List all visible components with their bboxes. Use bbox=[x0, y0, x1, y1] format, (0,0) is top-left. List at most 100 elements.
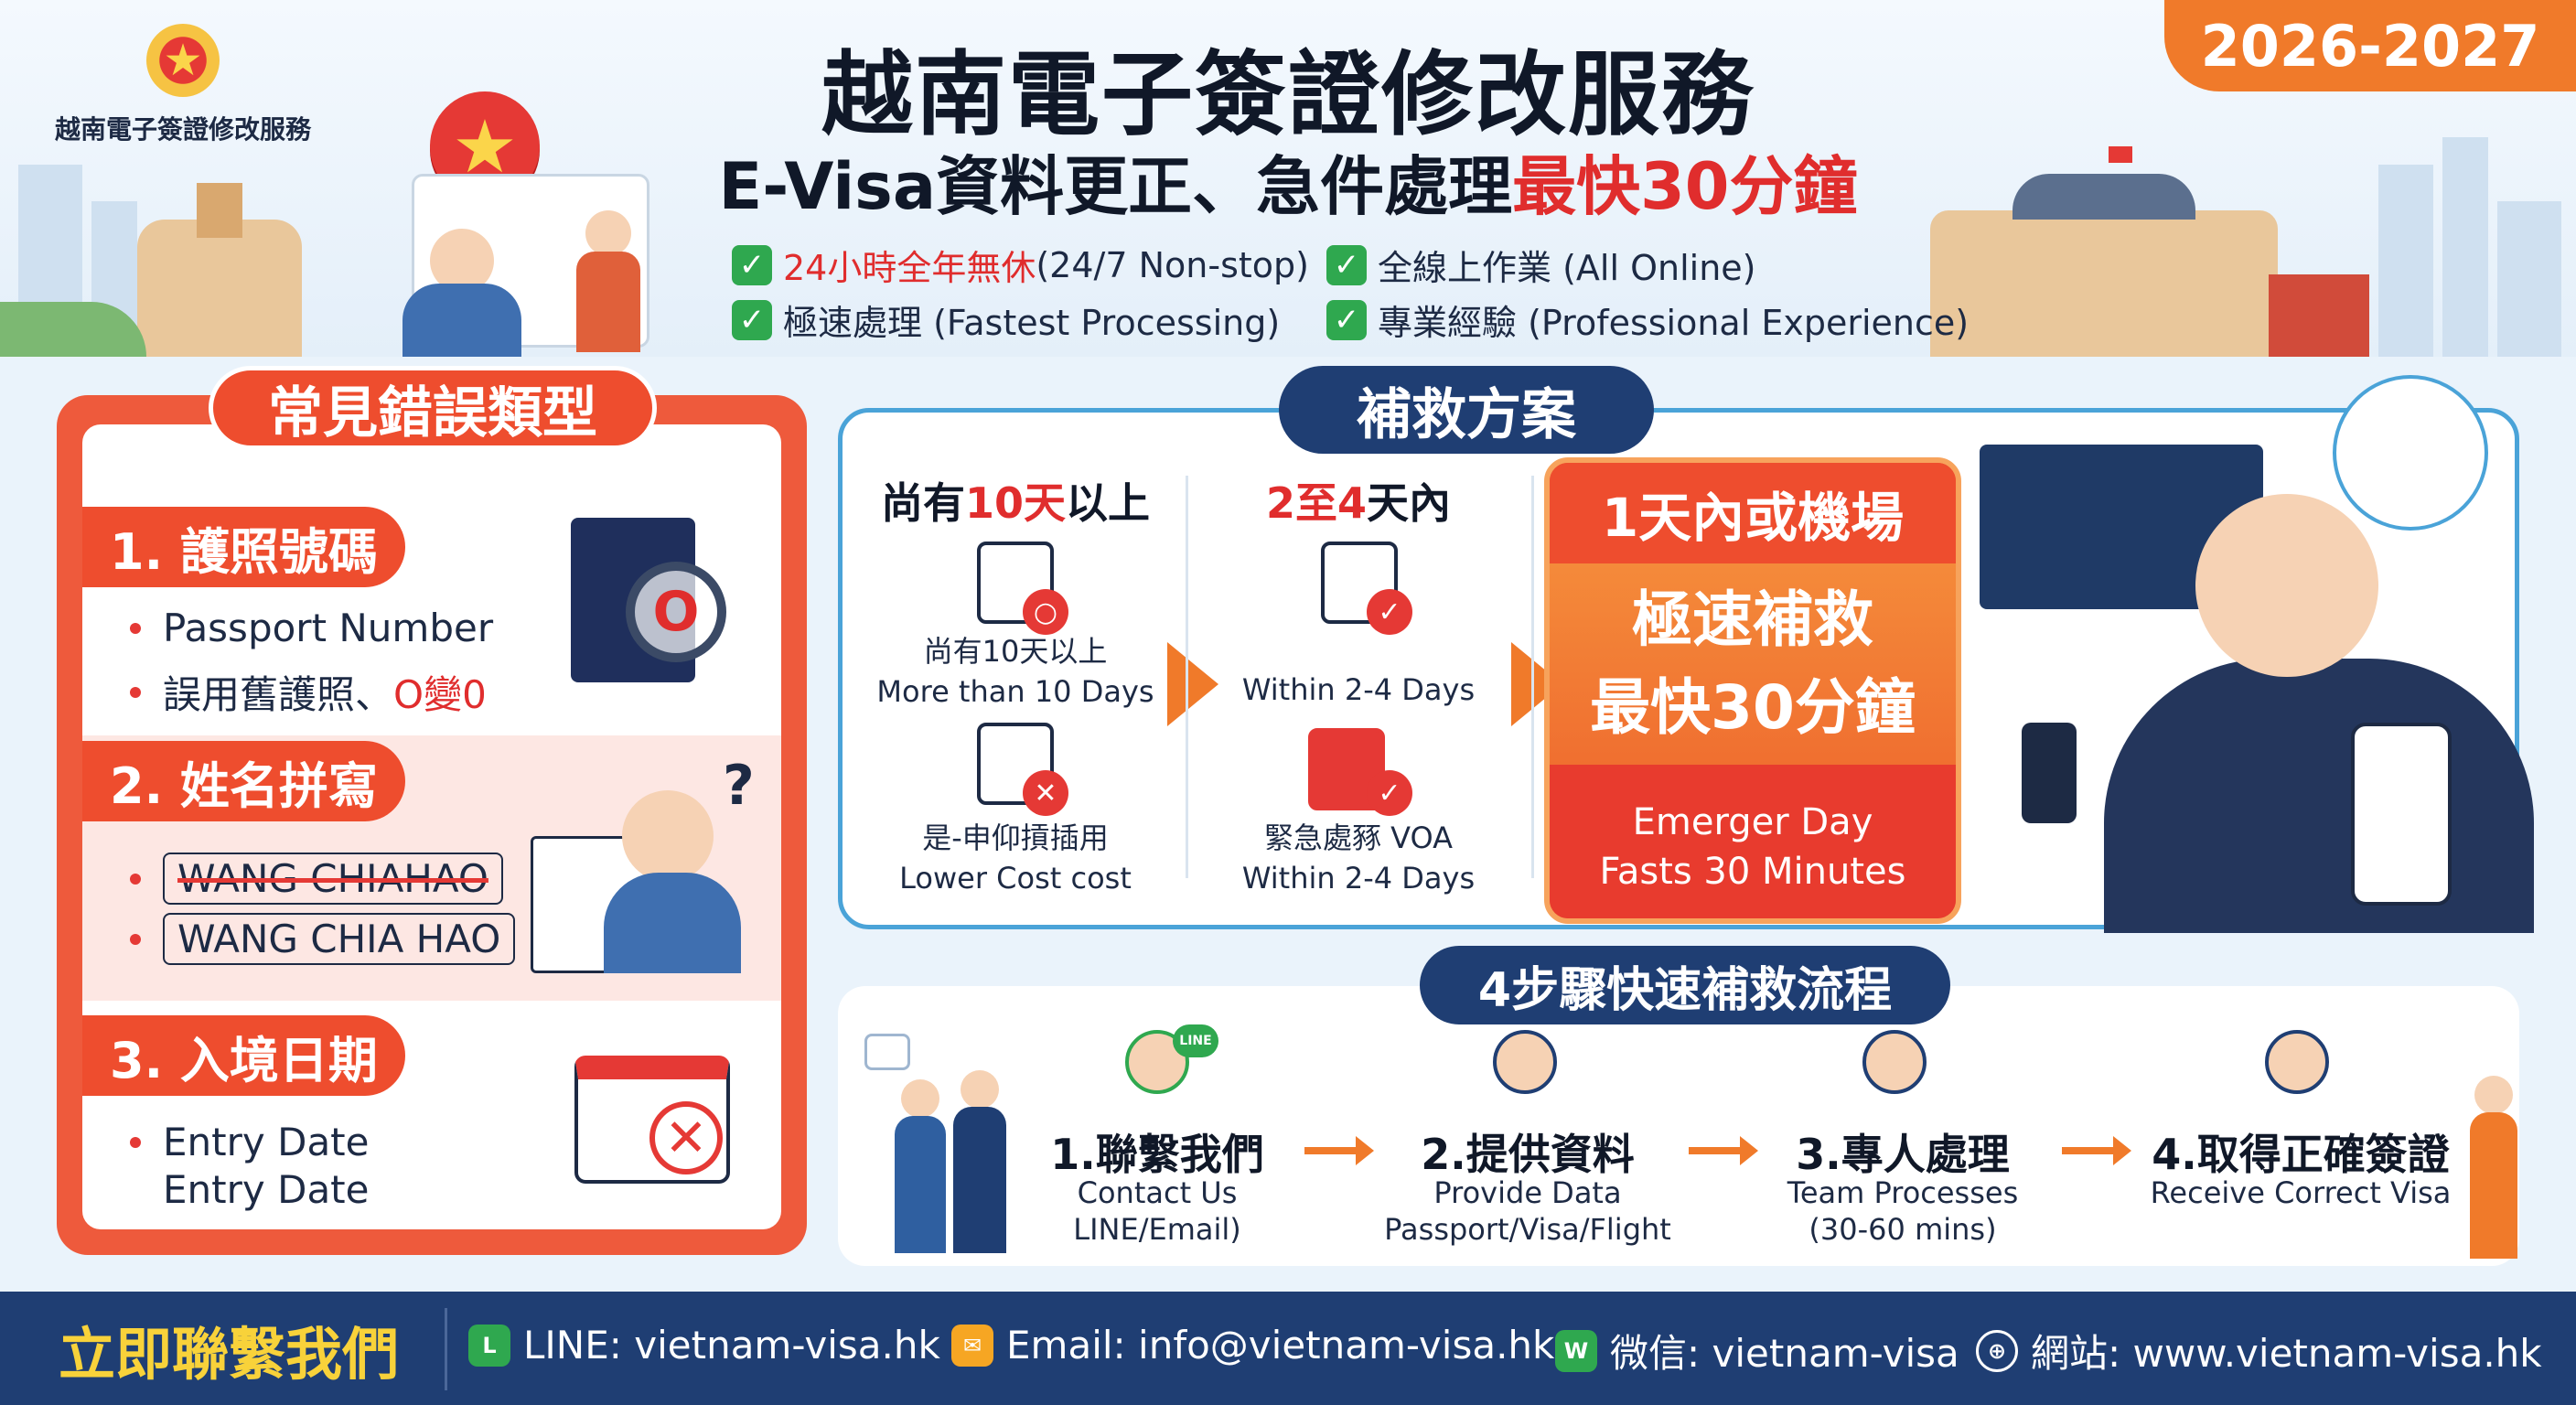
year-badge: 2026-2027 bbox=[2164, 0, 2576, 91]
error-section-name: 2. 姓名拼寫 WANG CHIAHAO WANG CHIA HAO ? bbox=[82, 735, 781, 1001]
worried-man-body bbox=[402, 284, 521, 357]
opera-house-illustration bbox=[137, 220, 302, 357]
bullet-icon bbox=[130, 933, 141, 945]
check-icon: ✓ bbox=[732, 299, 772, 340]
step-title: 1.聯繫我們 bbox=[1050, 1130, 1264, 1179]
steps-title: 4步驟快速補救流程 bbox=[1420, 946, 1950, 1024]
error-types-inner: 1. 護照號碼 Passport Number 誤用舊護照、O變0 O 2. 姓… bbox=[82, 424, 781, 1229]
question-mark-icon: ? bbox=[723, 754, 755, 818]
check-icon: ✓ bbox=[732, 244, 772, 285]
worried-man-illustration bbox=[430, 229, 494, 293]
woman-body bbox=[895, 1116, 946, 1253]
error-line: Passport Number bbox=[130, 606, 493, 650]
error-types-panel: 1. 護照號碼 Passport Number 誤用舊護照、O變0 O 2. 姓… bbox=[57, 395, 807, 1255]
step-subtitle: Receive Correct Visa bbox=[2150, 1175, 2452, 1210]
footer-website-link[interactable]: ⊕網站: www.vietnam-visa.hk bbox=[1976, 1323, 2542, 1378]
national-emblem-icon: ★ bbox=[146, 24, 220, 97]
error-types-title: 常見錯誤類型 bbox=[209, 366, 657, 450]
email-icon: ✉ bbox=[951, 1324, 993, 1367]
error-section-date: 3. 入境日期 Entry Date Entry Date ✕ bbox=[82, 1001, 781, 1229]
error-section-passport: 1. 護照號碼 Passport Number 誤用舊護照、O變0 O bbox=[82, 424, 781, 735]
footer-divider bbox=[445, 1308, 447, 1390]
check-badge-icon: ✓ bbox=[1367, 770, 1412, 816]
globe-icon: ⊕ bbox=[1976, 1329, 2018, 1372]
feature-fast: ✓極速處理 (Fastest Processing) bbox=[732, 295, 1280, 345]
skyline-tower bbox=[2442, 137, 2488, 357]
confused-man-illustration bbox=[622, 790, 714, 882]
footer-email-link[interactable]: ✉Email: info@vietnam-visa.hk bbox=[951, 1323, 1554, 1367]
error-line: Entry Date bbox=[163, 1167, 370, 1212]
chat-bubble-icon bbox=[864, 1034, 910, 1070]
column-divider bbox=[1531, 476, 1534, 878]
step-arrow-icon bbox=[1304, 1136, 1374, 1165]
pagoda-illustration bbox=[2269, 274, 2369, 357]
error-tag-date: 3. 入境日期 bbox=[82, 1015, 405, 1096]
column-divider bbox=[1186, 476, 1188, 878]
page-subtitle: E-Visa資料更正、急件處理最快30分鐘 bbox=[0, 135, 2576, 228]
step-title: 4.取得正確簽證 bbox=[2152, 1130, 2450, 1179]
error-line: WANG CHIAHAO bbox=[130, 853, 503, 905]
feature-professional: ✓專業經驗 (Professional Experience) bbox=[1326, 295, 1969, 345]
bullet-icon bbox=[130, 1136, 141, 1148]
brand-text: 越南電子簽證修改服務 bbox=[55, 114, 312, 145]
confused-man-body bbox=[604, 873, 741, 973]
check-badge-icon: ✓ bbox=[1367, 589, 1412, 635]
skyline-building bbox=[2378, 165, 2433, 357]
emergency-main: 極速補救最快30分鐘 bbox=[1550, 563, 1956, 765]
traveler-body bbox=[2470, 1112, 2517, 1259]
standing-man-illustration bbox=[585, 210, 631, 256]
provide-data-agent-icon bbox=[1493, 1030, 1557, 1094]
phone-agent-illustration bbox=[2351, 723, 2452, 906]
page-title: 越南電子簽證修改服務 bbox=[821, 41, 1755, 148]
contact-us-cta[interactable]: 立即聯繫我們 bbox=[59, 1321, 400, 1388]
feature-online: ✓全線上作業 (All Online) bbox=[1326, 240, 1756, 290]
search-badge-icon: ○ bbox=[1023, 589, 1068, 635]
arrow-right-icon bbox=[1167, 642, 1218, 726]
dome-roof-illustration bbox=[2012, 174, 2195, 220]
subtitle-prefix: E-Visa資料更正、急件處理 bbox=[718, 149, 1513, 224]
x-circle-icon: ✕ bbox=[649, 1101, 723, 1174]
subtitle-highlight: 最快30分鐘 bbox=[1512, 149, 1858, 224]
man-body bbox=[953, 1107, 1006, 1253]
woman-illustration bbox=[901, 1079, 939, 1118]
x-badge-icon: ✕ bbox=[1023, 770, 1068, 816]
remedy-col2-item1: Within 2-4 Days bbox=[1241, 672, 1476, 707]
remedy-col1-heading: 尚有10天以上 bbox=[880, 478, 1150, 528]
skyline-building bbox=[2497, 201, 2561, 357]
wechat-icon: W bbox=[1555, 1329, 1597, 1372]
businessman-illustration bbox=[2195, 494, 2378, 677]
line-icon: L bbox=[468, 1324, 510, 1367]
step-subtitle: Team Processes(30-60 mins) bbox=[1787, 1175, 2019, 1247]
feature-247: ✓24小時全年無休 (24/7 Non-stop) bbox=[732, 240, 1309, 290]
step-arrow-icon bbox=[2062, 1136, 2131, 1165]
smartphone-icon bbox=[2022, 723, 2077, 823]
support-agent-avatar bbox=[2333, 375, 2488, 531]
visa-receive-agent-icon bbox=[2265, 1030, 2329, 1094]
bullet-icon bbox=[130, 622, 141, 634]
standing-man-body bbox=[576, 252, 640, 352]
traveler-illustration bbox=[2474, 1076, 2513, 1114]
vn-flag-small-icon bbox=[2109, 146, 2132, 163]
man-illustration bbox=[961, 1070, 999, 1109]
tree-illustration bbox=[0, 302, 146, 357]
emergency-heading: 1天內或機場 bbox=[1550, 463, 1956, 563]
correct-name-box: WANG CHIA HAO bbox=[163, 913, 516, 965]
check-icon: ✓ bbox=[1326, 244, 1367, 285]
wrong-name-box: WANG CHIAHAO bbox=[163, 853, 503, 905]
error-line: 誤用舊護照、O變0 bbox=[130, 664, 487, 720]
error-tag-passport: 1. 護照號碼 bbox=[82, 507, 405, 587]
footer-bar bbox=[0, 1292, 2576, 1405]
error-line: Entry Date bbox=[130, 1120, 369, 1164]
check-icon: ✓ bbox=[1326, 299, 1367, 340]
line-app-icon: LINE bbox=[1173, 1024, 1218, 1057]
bullet-icon bbox=[130, 873, 141, 885]
error-line: WANG CHIA HAO bbox=[130, 913, 516, 965]
